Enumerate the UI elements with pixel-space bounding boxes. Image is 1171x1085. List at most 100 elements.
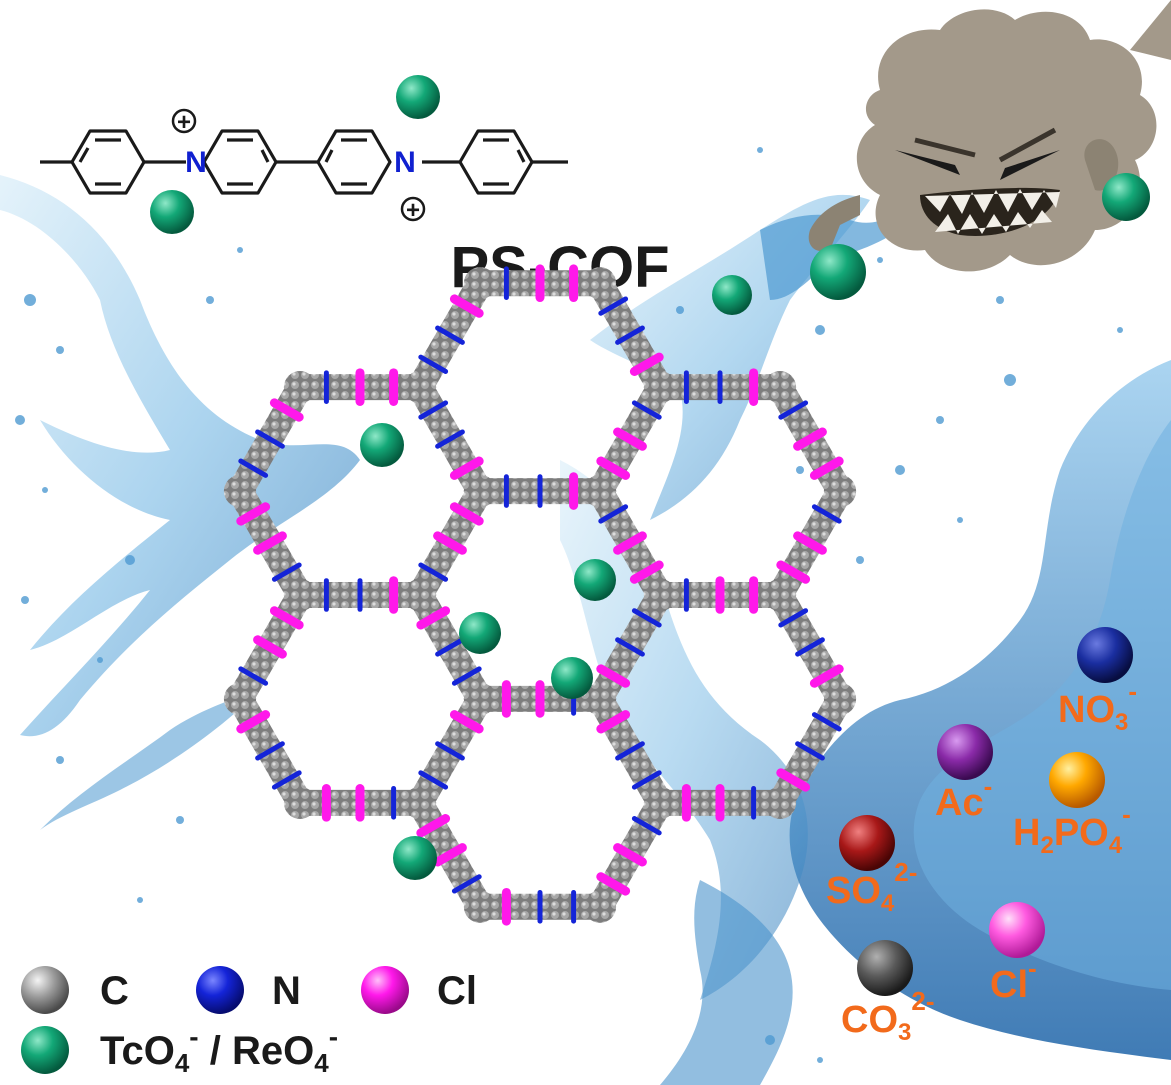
legend: C N Cl TcO4- / ReO4-: [21, 966, 477, 1078]
nitrogen-atom-band: [435, 429, 465, 449]
chlorine-atom-band: [776, 560, 811, 584]
sulfate-label: SO42-: [826, 857, 917, 917]
chlorine-atom-band: [613, 427, 647, 451]
nitrogen-atom-band: [451, 666, 482, 686]
chlorine-atom-band: [776, 768, 811, 792]
pertechnetate-sphere-icon: [1102, 173, 1150, 221]
cof-node: [283, 786, 317, 819]
nitrogen-atom-band: [435, 741, 465, 761]
nitrogen-atom-band: [811, 712, 842, 732]
nitrogen-atom-band: [631, 770, 662, 790]
chlorine-atom-band: [793, 427, 827, 451]
pertechnetate-sphere-icon: [574, 559, 616, 601]
cof-node: [403, 371, 437, 404]
nitrate-sphere-icon: [1077, 627, 1133, 683]
nitrogen-atom-band: [598, 504, 629, 524]
positive-charge-icon: [400, 196, 426, 222]
cof-node: [763, 371, 797, 404]
legend-carbon-label: C: [100, 969, 129, 1013]
legend-chlorine-label: Cl: [437, 969, 477, 1013]
nitrogen-sphere-icon: [196, 966, 244, 1014]
chlorine-atom-band: [629, 352, 664, 376]
phosphate-label: H2PO4-: [1013, 799, 1131, 859]
carbonate-label: CO32-: [841, 986, 934, 1046]
svg-text:+: +: [177, 109, 191, 136]
pertechnetate-sphere-icon: [810, 244, 866, 300]
chlorine-atom-band: [449, 710, 484, 734]
nitrogen-atom-band: [615, 637, 645, 657]
chlorine-atom-band: [596, 664, 631, 688]
pertechnetate-sphere-icon: [712, 275, 752, 315]
nitrogen-atom-band: [615, 741, 645, 761]
nitrogen-atom-band: [795, 637, 825, 657]
chlorine-atom-band: [236, 502, 271, 526]
pertechnetate-sphere-icon: [393, 836, 437, 880]
chloride-label: Cl-: [990, 953, 1037, 1006]
chlorine-atom-band: [433, 531, 467, 555]
cof-node: [583, 474, 617, 508]
nitrogen-atom-band: [418, 400, 449, 420]
chlorine-sphere-icon: [361, 966, 409, 1014]
phosphate-sphere-icon: [1049, 752, 1105, 808]
carbonate-sphere-icon: [857, 940, 913, 996]
nitrogen-label-left: N: [185, 146, 207, 179]
nitrogen-atom-band: [418, 562, 449, 582]
chlorine-atom-band: [793, 531, 827, 555]
cof-node: [223, 474, 257, 508]
pertechnetate-sphere-icon: [360, 423, 404, 467]
nitrogen-atom-band: [778, 400, 809, 420]
nitrogen-atom-band: [795, 741, 825, 761]
chlorine-atom-band: [449, 502, 484, 526]
nitrate-label: NO3-: [1058, 676, 1137, 736]
chlorine-atom-band: [613, 531, 647, 555]
nitrogen-atom-band: [615, 325, 645, 345]
nitrogen-atom-band: [418, 770, 449, 790]
cof-node: [583, 267, 617, 300]
chlorine-atom-band: [253, 635, 287, 659]
water-splash: [0, 147, 1171, 1085]
chlorine-atom-band: [236, 710, 271, 734]
nitrogen-atom-band: [811, 504, 842, 524]
chlorine-atom-band: [416, 606, 451, 630]
nitrogen-atom-band: [418, 354, 449, 374]
nitrogen-atom-band: [631, 816, 662, 836]
chlorine-atom-band: [629, 560, 664, 584]
pertechnetate-sphere-icon: [21, 1026, 69, 1074]
viologen-molecule: [40, 129, 568, 195]
chlorine-atom-band: [269, 606, 304, 630]
cof-node: [283, 371, 317, 404]
nitrogen-atom-band: [271, 770, 302, 790]
pertechnetate-spheres: [150, 75, 1150, 880]
chlorine-atom-band: [596, 872, 631, 896]
cof-node: [463, 474, 497, 508]
monster-cloud-icon: [808, 0, 1171, 272]
acetate-sphere-icon: [937, 724, 993, 780]
chlorine-atom-band: [253, 531, 287, 555]
cof-node: [463, 682, 497, 716]
pertechnetate-sphere-icon: [459, 612, 501, 654]
chlorine-atom-band: [433, 843, 467, 867]
legend-nitrogen-label: N: [272, 969, 301, 1013]
chlorine-atom-band: [449, 456, 484, 480]
nitrogen-atom-band: [255, 741, 285, 761]
cof-node: [463, 890, 497, 923]
molecule-labels: N N + +: [171, 108, 426, 224]
cof-node: [403, 786, 437, 819]
chloride-sphere-icon: [989, 902, 1045, 958]
pertechnetate-sphere-icon: [396, 75, 440, 119]
cof-node: [643, 578, 677, 612]
pertechnetate-sphere-icon: [150, 190, 194, 234]
cof-node: [403, 578, 437, 612]
cof-node: [823, 682, 857, 716]
cof-framework: [223, 264, 857, 926]
positive-charge-icon: [171, 108, 197, 134]
nitrogen-atom-band: [778, 608, 809, 628]
cof-node: [463, 267, 497, 300]
cof-node: [643, 786, 677, 819]
cof-node: [583, 682, 617, 716]
nitrogen-atom-band: [238, 666, 269, 686]
svg-text:+: +: [406, 197, 420, 224]
nitrogen-atom-band: [598, 296, 629, 316]
